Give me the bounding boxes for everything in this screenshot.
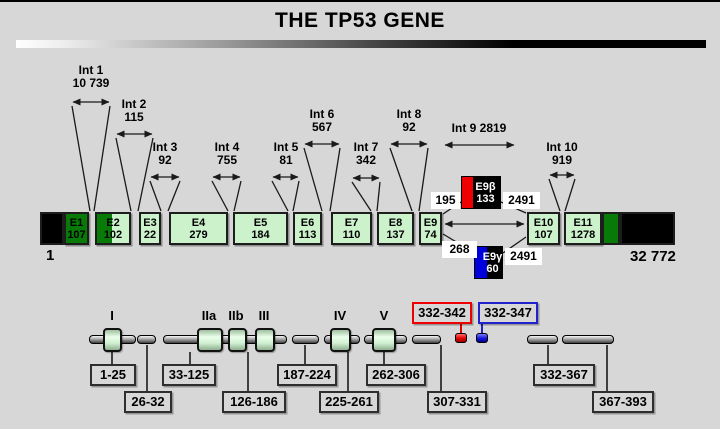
domain-label-V: V: [379, 308, 389, 323]
protein-rod-segment: [292, 335, 319, 344]
label-2491-gamma: 2491: [505, 248, 542, 265]
region-box-367-393: 367-393: [592, 391, 654, 413]
region-box-33-125: 33-125: [162, 364, 216, 386]
region-box-262-306: 262-306: [366, 364, 426, 386]
intron-label-9: Int 9 2819: [451, 121, 507, 135]
region-box-332-367: 332-367: [533, 364, 595, 386]
protein-domain-IV: [330, 328, 351, 352]
highlight-box-blue: 332-347: [478, 302, 538, 324]
utr-left-black: [40, 212, 64, 245]
label-268: 268: [442, 241, 477, 258]
protein-rod-segment: [562, 335, 614, 344]
protein-rod-segment: [137, 335, 156, 344]
gradient-divider: [16, 40, 706, 48]
domain-label-IV: IV: [333, 308, 347, 323]
gene-end-label: 32 772: [630, 248, 676, 265]
region-box-1-25: 1-25: [90, 364, 136, 386]
domain-label-IIa: IIa: [201, 308, 217, 323]
region-box-187-224: 187-224: [277, 364, 337, 386]
utr-right-black: [620, 212, 675, 245]
protein-rod-segment: [527, 335, 558, 344]
blue-segment-332-347: [476, 333, 488, 343]
domain-label-IIb: IIb: [228, 308, 244, 323]
gene-start-label: 1: [46, 247, 55, 264]
region-box-26-32: 26-32: [124, 391, 172, 413]
region-box-307-331: 307-331: [427, 391, 487, 413]
domain-label-I: I: [110, 308, 114, 323]
region-box-225-261: 225-261: [319, 391, 379, 413]
region-box-126-186: 126-186: [222, 391, 286, 413]
protein-domain-III: [255, 328, 275, 352]
protein-rod-segment: [412, 335, 441, 344]
utr-right-green: [602, 212, 620, 245]
highlight-box-red: 332-342: [412, 302, 472, 324]
protein-domain-IIa: [197, 328, 223, 352]
label-195: 195: [431, 192, 460, 209]
page-title: THE TP53 GENE: [275, 9, 445, 32]
protein-domain-IIb: [228, 328, 247, 352]
protein-domain-V: [372, 328, 396, 352]
red-segment-332-342: [455, 333, 467, 343]
protein-rod-segment: [163, 335, 287, 344]
label-2491-beta: 2491: [503, 192, 540, 209]
domain-label-III: III: [258, 308, 270, 323]
protein-domain-I: [103, 328, 122, 352]
